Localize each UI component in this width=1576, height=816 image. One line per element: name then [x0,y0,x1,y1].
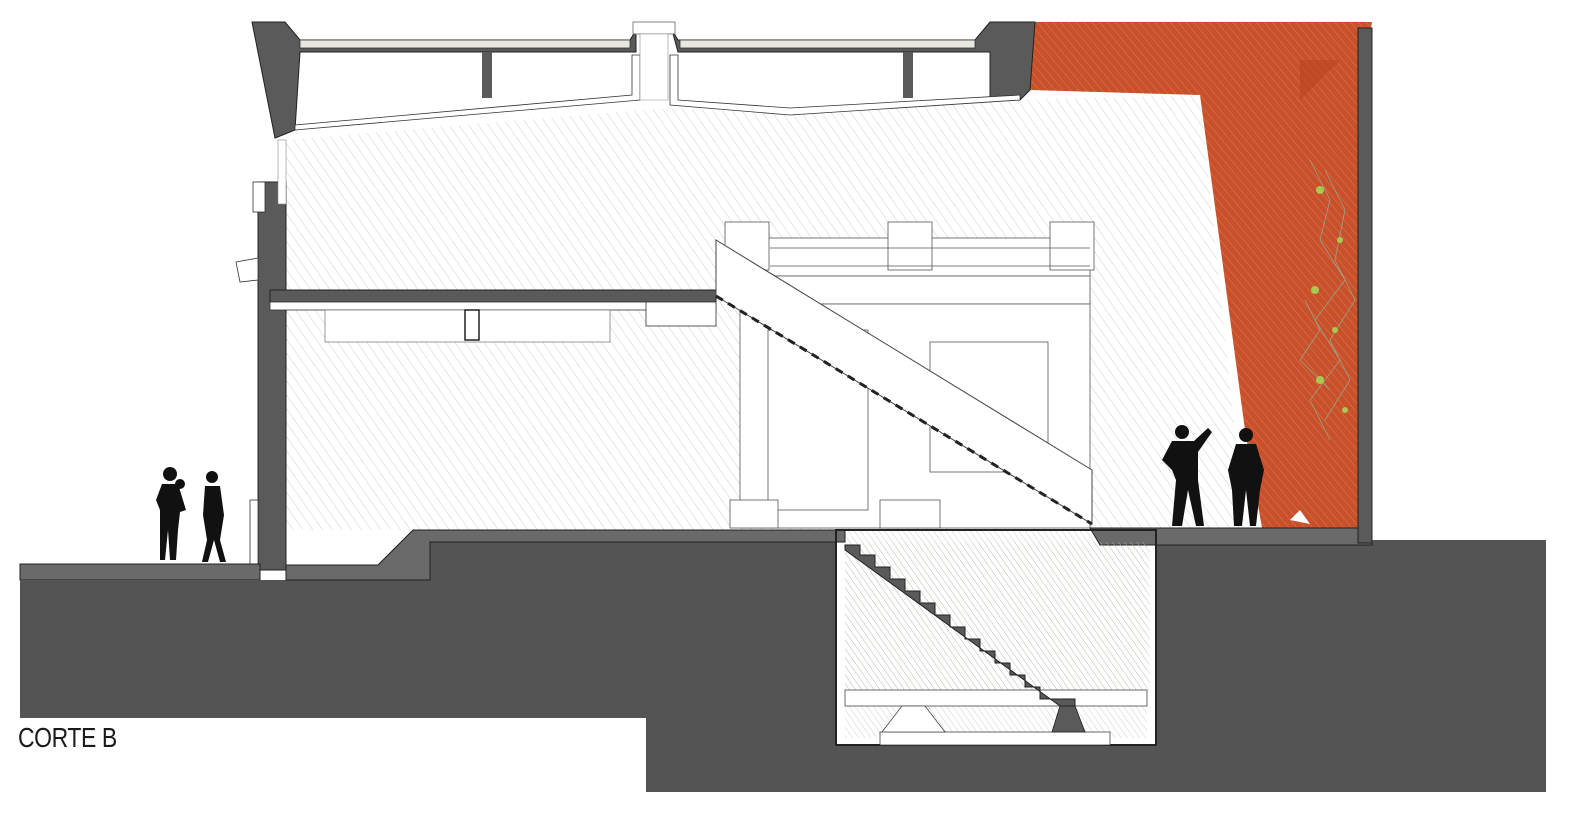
mezzanine-slab [269,289,717,343]
person-woman [202,471,226,562]
left-facade-wall [235,139,287,571]
person-with-child [156,467,186,560]
basement [835,529,1157,746]
roof-structure [251,21,1036,139]
upper-stair [715,239,1093,526]
ground-terrain [19,27,1546,792]
lower-stair [844,544,1076,707]
person-pointing [1162,425,1212,526]
drawing-title: CORTE B [18,722,117,753]
person-standing [1228,428,1264,526]
vertical-garden [1299,159,1356,441]
people-silhouettes [156,425,1264,562]
